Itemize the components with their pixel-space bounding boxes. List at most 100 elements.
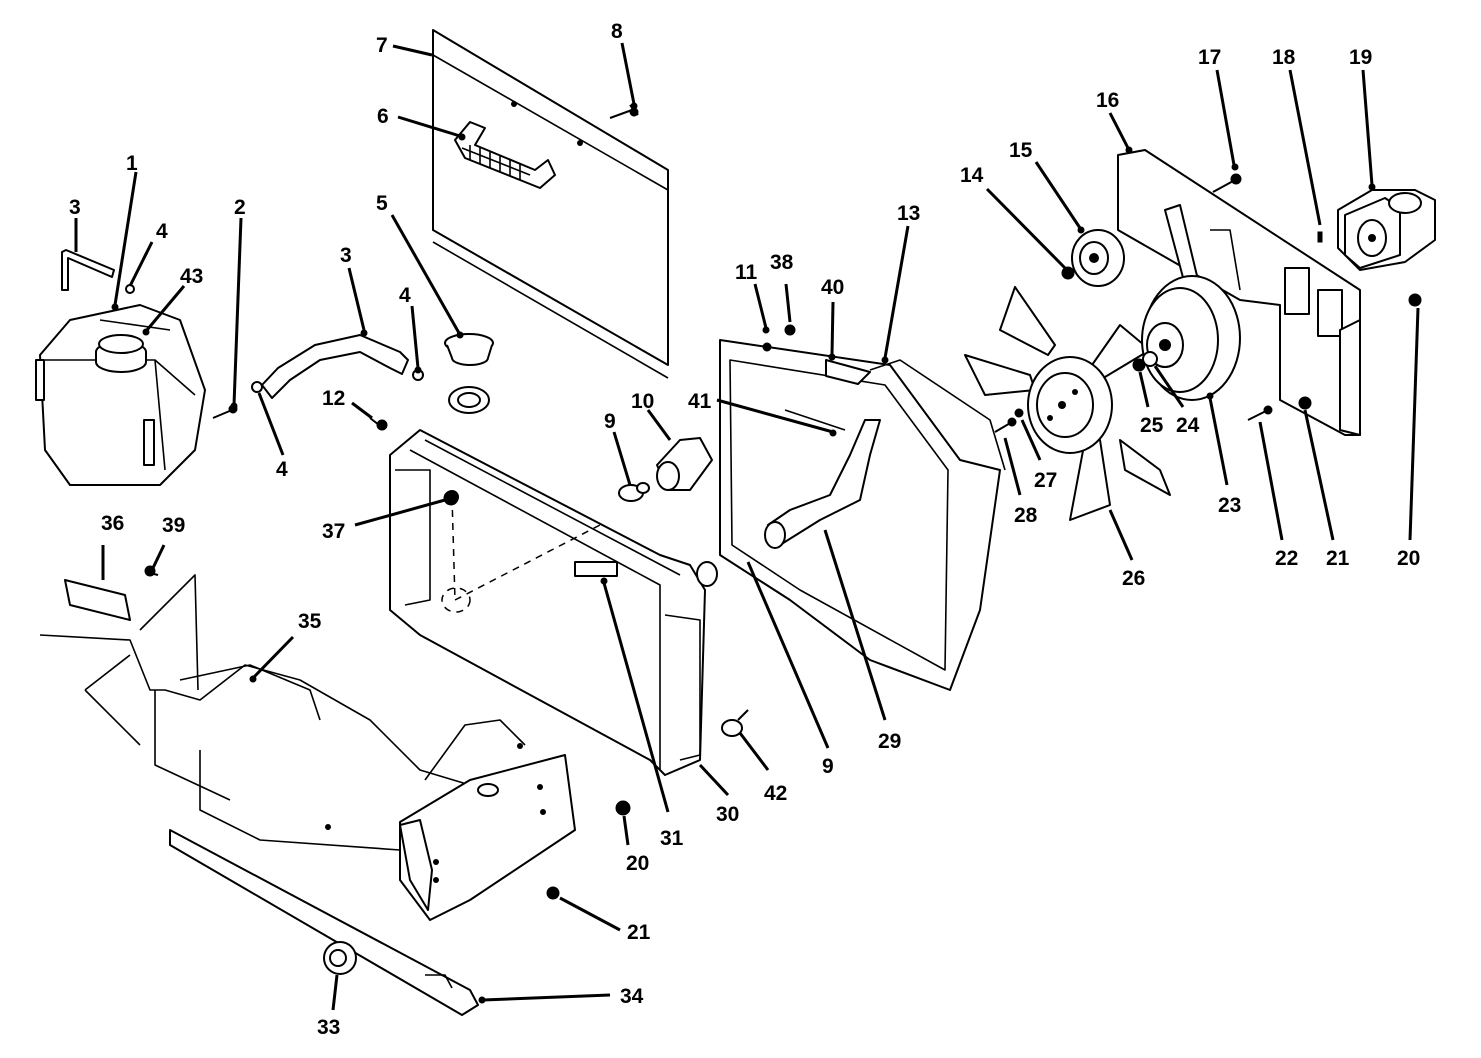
key	[1317, 231, 1323, 243]
svg-text:25: 25	[1140, 414, 1164, 437]
callout-30: 30	[698, 763, 739, 826]
callout-27: 27	[1020, 419, 1057, 492]
drain-valve	[721, 709, 749, 737]
callout-24: 24	[1153, 365, 1200, 437]
svg-text:43: 43	[180, 265, 203, 288]
callout-10: 10	[631, 390, 672, 441]
callout-34: 34	[478, 985, 644, 1008]
svg-text:31: 31	[660, 827, 684, 850]
hose-clamp	[125, 284, 135, 294]
svg-text:10: 10	[631, 390, 654, 413]
svg-text:4: 4	[276, 458, 288, 481]
svg-text:9: 9	[822, 755, 834, 778]
screen-handle	[454, 121, 556, 189]
reservoir-tank	[35, 304, 206, 486]
svg-text:7: 7	[376, 34, 388, 57]
hydraulic-pump	[1337, 189, 1436, 271]
svg-text:3: 3	[69, 196, 81, 219]
svg-text:41: 41	[688, 390, 712, 413]
nut	[443, 490, 459, 506]
nut	[615, 800, 631, 816]
callout-31: 31	[600, 577, 684, 850]
callout-18: 18	[1272, 46, 1322, 226]
svg-text:34: 34	[620, 985, 644, 1008]
nut	[1408, 293, 1422, 307]
callout-1: 1	[111, 152, 138, 311]
svg-text:17: 17	[1198, 46, 1221, 69]
knob	[323, 941, 357, 975]
callout-7: 7	[376, 34, 433, 57]
callout-9a: 9	[604, 410, 632, 486]
bolt	[994, 417, 1017, 433]
callout-12: 12	[322, 387, 373, 420]
svg-text:13: 13	[897, 202, 920, 225]
callout-5: 5	[376, 192, 464, 339]
callout-39: 39	[151, 514, 185, 569]
callout-33: 33	[317, 974, 340, 1039]
frame	[39, 574, 471, 851]
svg-text:15: 15	[1009, 139, 1033, 162]
radiator	[389, 429, 718, 776]
radiator-cap	[444, 333, 494, 366]
callout-41: 41	[688, 390, 834, 434]
svg-text:4: 4	[399, 284, 411, 307]
svg-text:26: 26	[1122, 567, 1145, 590]
callout-36: 36	[101, 512, 124, 580]
svg-text:28: 28	[1014, 504, 1038, 527]
svg-text:9: 9	[604, 410, 616, 433]
callout-6: 6	[377, 105, 466, 141]
svg-text:19: 19	[1349, 46, 1372, 69]
callout-21a: 21	[1303, 409, 1350, 570]
svg-text:24: 24	[1176, 414, 1200, 437]
callout-4c: 4	[257, 392, 288, 481]
bolt	[1212, 173, 1242, 193]
callout-8: 8	[611, 20, 638, 110]
support-bracket	[399, 719, 576, 921]
svg-text:14: 14	[960, 164, 984, 187]
svg-text:3: 3	[340, 244, 352, 267]
callout-3a: 3	[69, 196, 81, 252]
bolt-head	[546, 886, 560, 900]
callout-14: 14	[960, 164, 1067, 270]
callout-35: 35	[249, 610, 322, 683]
svg-text:21: 21	[1326, 547, 1350, 570]
svg-text:42: 42	[764, 782, 787, 805]
svg-text:20: 20	[626, 852, 649, 875]
svg-text:21: 21	[627, 921, 651, 944]
large-pulley	[1141, 275, 1241, 401]
callout-11: 11	[735, 261, 770, 334]
overflow-hose	[261, 334, 409, 399]
callout-3b: 3	[340, 244, 368, 337]
svg-text:36: 36	[101, 512, 124, 535]
svg-text:20: 20	[1397, 547, 1420, 570]
callout-4b: 4	[399, 284, 422, 374]
callout-25: 25	[1138, 371, 1164, 437]
callout-21b: 21	[559, 896, 651, 944]
upper-hose	[656, 437, 713, 491]
svg-text:39: 39	[162, 514, 185, 537]
bolt	[1247, 405, 1273, 421]
fan-shroud	[719, 339, 1006, 691]
callout-29: 29	[823, 529, 901, 753]
filler-neck	[448, 386, 490, 414]
callout-15: 15	[1009, 139, 1085, 234]
callout-23: 23	[1206, 392, 1241, 517]
fan	[964, 286, 1171, 521]
bolt	[369, 417, 388, 431]
washer	[762, 342, 772, 352]
washer	[1014, 408, 1024, 418]
callout-43: 43	[142, 265, 203, 336]
lower-hose	[764, 419, 881, 549]
svg-text:8: 8	[611, 20, 623, 43]
svg-text:1: 1	[126, 152, 138, 175]
bolt-head	[1298, 396, 1312, 410]
overflow-hose-small	[61, 249, 115, 291]
callout-42: 42	[738, 732, 787, 805]
svg-text:33: 33	[317, 1016, 340, 1039]
callout-2: 2	[230, 196, 246, 410]
callout-40: 40	[821, 276, 844, 361]
bracket	[169, 829, 479, 1016]
svg-text:12: 12	[322, 387, 345, 410]
hose-clamp-upper	[618, 482, 650, 502]
svg-text:30: 30	[716, 803, 739, 826]
